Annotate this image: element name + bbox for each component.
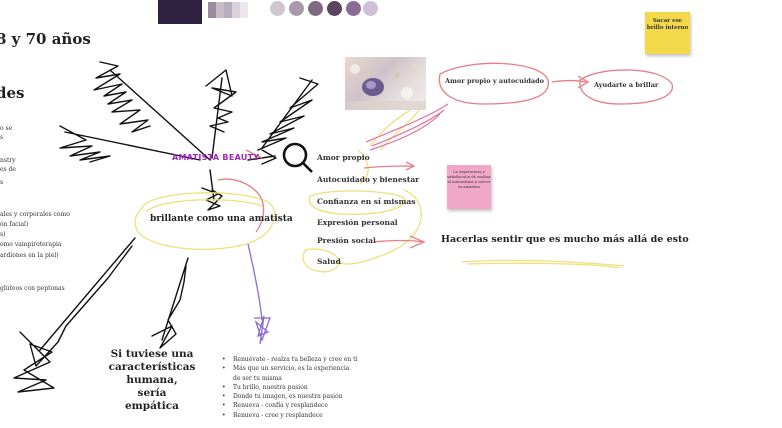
sticky-note-pink[interactable]: La experiencia y satisfacción de realzar…	[447, 165, 491, 209]
left-text-fragment: ón facial)	[0, 221, 28, 229]
characteristics-line: Si tuviese una	[88, 348, 216, 361]
left-text-fragment: ardiones en la piel)	[0, 252, 59, 260]
slogan-item: Renuévate - realza tu belleza y cree en …	[222, 355, 357, 364]
list-item[interactable]: Presión social	[317, 236, 376, 245]
left-text-fragment: o se	[0, 125, 12, 133]
underline-hacerlas	[462, 260, 624, 268]
characteristics-text[interactable]: Si tuviese una características humana, s…	[88, 348, 216, 413]
arrow-scribble	[202, 170, 222, 210]
list-item[interactable]: Salud	[317, 257, 341, 266]
arrow-brand-loop	[218, 179, 264, 232]
slogan-list[interactable]: Renuévate - realza tu belleza y cree en …	[222, 355, 357, 420]
list-item[interactable]: Autocuidado y bienestar	[317, 175, 419, 184]
pink-swoosh	[366, 104, 448, 146]
characteristics-line: empática	[88, 400, 216, 413]
characteristics-line: características humana,	[88, 361, 216, 387]
slogan-item: Más que un servicio, es la experiencia	[222, 364, 357, 373]
left-text-fragment: glúteos con peptonas	[0, 285, 65, 293]
purple-arrow	[254, 316, 270, 344]
left-text-fragment: s	[0, 134, 3, 142]
center-oval	[146, 200, 262, 212]
arrow-scribble	[206, 70, 236, 158]
amethyst-photo	[345, 57, 426, 110]
left-text-fragment: s	[0, 179, 3, 187]
arrow-scribble	[152, 258, 188, 348]
slogan-item: Tu brillo, nuestra pasión	[222, 383, 357, 392]
left-text-fragment: s)	[0, 231, 5, 239]
node-ayudarte[interactable]: Ayudarte a brillar	[594, 81, 658, 89]
left-text-fragment: ales y corporales como	[0, 211, 70, 219]
arrow-presion	[374, 236, 424, 248]
left-text-fragment: nstry	[0, 157, 16, 165]
statement-text[interactable]: Hacerlas sentir que es mucho más allá de…	[441, 234, 689, 245]
characteristics-line: sería	[88, 387, 216, 400]
slogan-item: Donde tu imagen, es nuestra pasión	[222, 392, 357, 401]
node-amor-propio[interactable]: Amor propio y autocuidado	[445, 77, 544, 85]
central-concept[interactable]: brillante como una amatista	[150, 214, 293, 224]
magnifier-icon	[284, 144, 312, 172]
left-text-fragment: es de	[0, 166, 16, 174]
arrow-amor-propio	[364, 162, 414, 170]
page-title-fragment: 8 y 70 años	[0, 30, 91, 48]
arrow-scribble	[258, 78, 318, 150]
slogan-item: Renueva - confía y resplandece	[222, 401, 357, 410]
left-text-fragment: omo vampiroterapia	[0, 241, 61, 249]
list-item[interactable]: Confianza en sí mismas	[317, 197, 415, 206]
slogan-item-continued: de ser tu misma	[222, 374, 357, 383]
arrow-scribble	[94, 62, 210, 160]
sticky-note-yellow[interactable]: Sacar ese brillo interno	[645, 12, 690, 54]
purple-arrow	[248, 244, 262, 320]
brand-name[interactable]: AMATISTA BEAUTY	[172, 153, 259, 162]
list-item[interactable]: Expresión personal	[317, 218, 398, 227]
section-heading-fragment: des	[0, 84, 24, 102]
slogan-item: Renueva - cree y resplandece	[222, 411, 357, 420]
list-item[interactable]: Amor propio	[317, 153, 370, 162]
